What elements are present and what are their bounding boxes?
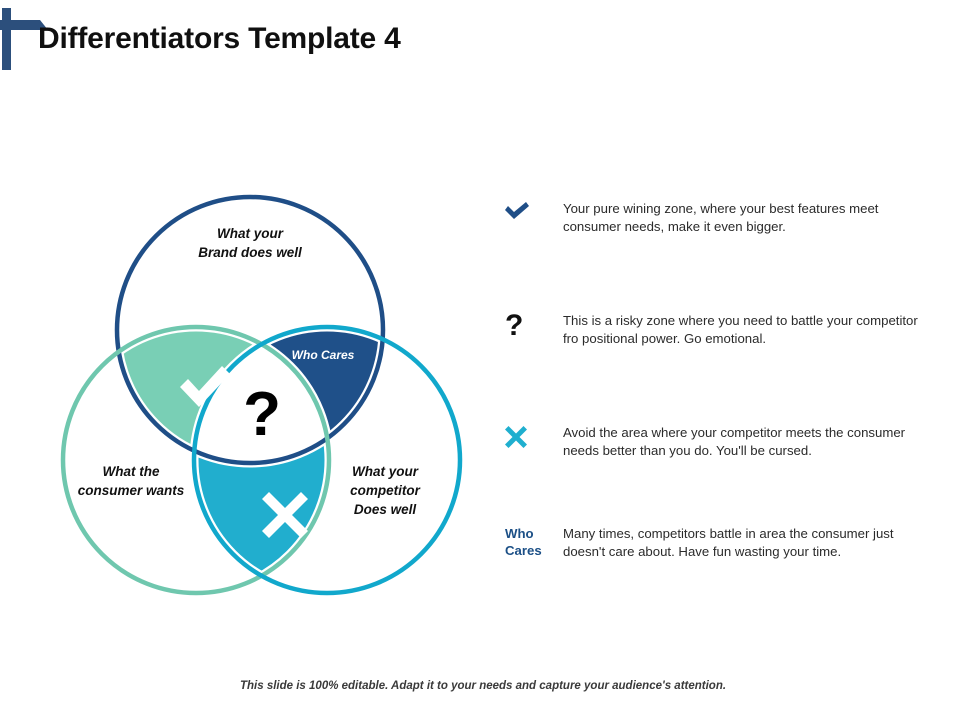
question-icon: ?	[505, 309, 524, 342]
venn-label-consumer-line2: consumer wants	[78, 483, 185, 498]
venn-label-brand-line1: What your	[217, 226, 284, 241]
check-icon	[505, 202, 529, 219]
list-item[interactable]: Avoid the area where your competitor mee…	[505, 424, 925, 460]
list-item[interactable]: Who Cares Many times, competitors battle…	[505, 525, 925, 561]
venn-circle-brand	[114, 194, 386, 466]
venn-label-competitor-line1: What your	[352, 464, 419, 479]
venn-circle-competitor	[191, 324, 463, 596]
page-title: Differentiators Template 4	[38, 22, 401, 55]
who-cares-label-line2: Cares	[505, 543, 542, 558]
bullet-icon-slot	[505, 200, 563, 222]
list-item[interactable]: Your pure wining zone, where your best f…	[505, 200, 925, 236]
list-item-text: Your pure wining zone, where your best f…	[563, 201, 879, 234]
venn-label-competitor-line3: Does well	[354, 502, 417, 517]
venn-label-who-cares: Who Cares	[292, 348, 355, 362]
corner-decoration-icon	[0, 8, 48, 70]
cross-icon	[262, 492, 308, 538]
bullet-icon-slot: ?	[505, 309, 563, 342]
venn-circle-consumer	[60, 324, 332, 596]
list-item-text: Many times, competitors battle in area t…	[563, 526, 894, 559]
list-item-text: This is a risky zone where you need to b…	[563, 313, 918, 346]
venn-label-consumer-line1: What the	[103, 464, 160, 479]
cross-icon	[505, 426, 527, 448]
check-icon	[180, 366, 230, 407]
footer-note: This slide is 100% editable. Adapt it to…	[240, 680, 727, 692]
venn-label-competitor-line2: competitor	[350, 483, 421, 498]
who-cares-label-line1: Who	[505, 526, 534, 541]
venn-label-brand-line2: Brand does well	[198, 245, 302, 260]
bullet-icon-slot	[505, 424, 563, 448]
question-icon: ?	[243, 380, 281, 449]
list-item[interactable]: ? This is a risky zone where you need to…	[505, 309, 925, 348]
venn-diagram: What your Brand does well What the consu…	[40, 170, 480, 600]
who-cares-label: Who Cares	[505, 525, 563, 559]
list-item-text: Avoid the area where your competitor mee…	[563, 425, 906, 458]
